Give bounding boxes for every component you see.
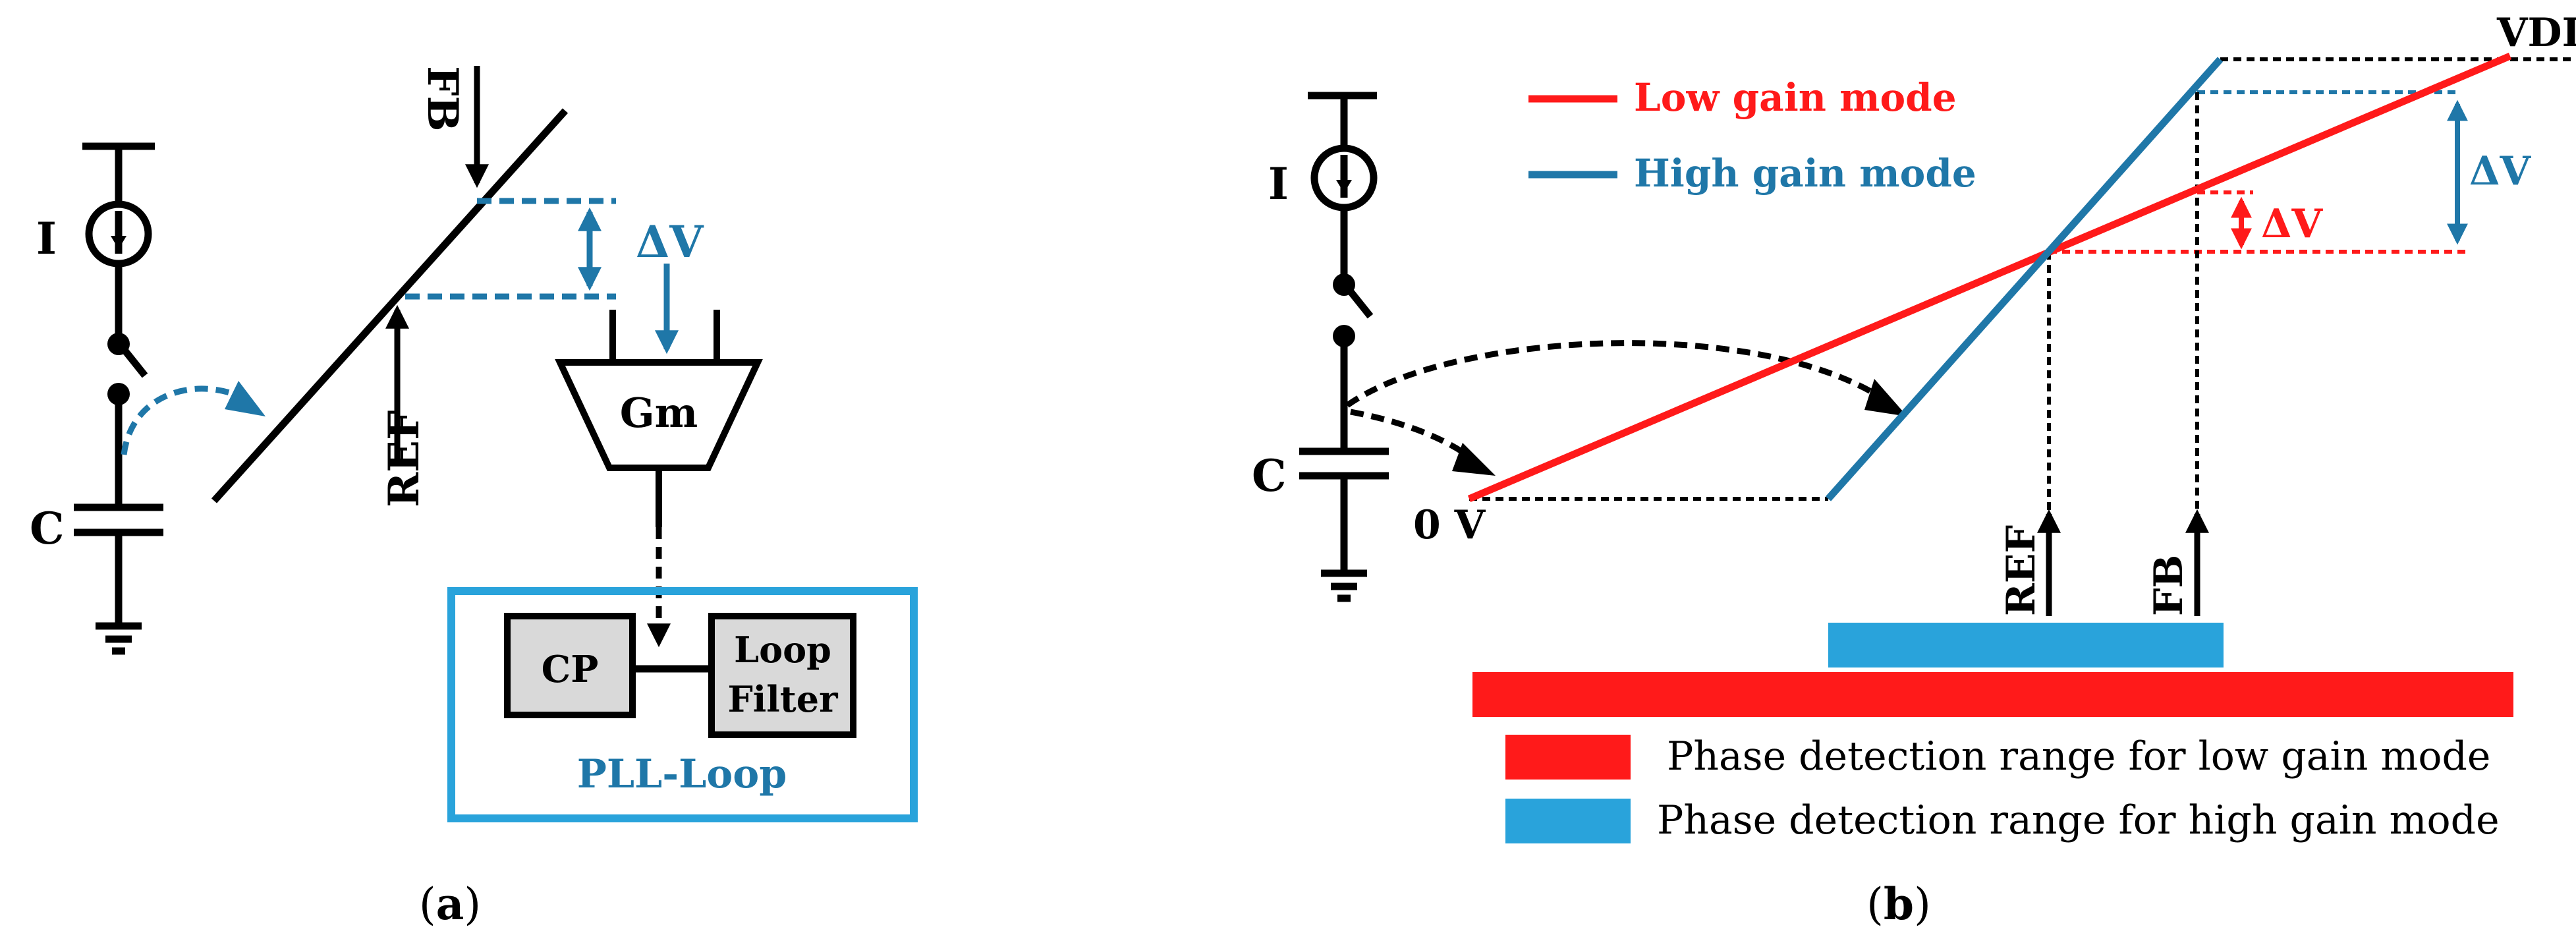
high-gain-line [1825,57,2224,501]
panel-b: I C 0 V VDD ΔV ΔV REF FB Low gain mode [1252,10,2576,930]
gm-amplifier [555,359,763,471]
charge-curve-arrowhead-a [225,381,266,416]
range-low-label: Phase detection range for low gain mode [1667,733,2490,780]
charge-circuit-b [1299,92,1389,602]
switch-node-top-a [107,333,130,355]
current-arrow-a [111,236,126,249]
charge-curve-to-high-head [1864,379,1907,416]
charge-curve-to-high [1345,340,1880,408]
switch-node-top-b [1333,273,1355,296]
label-I-b: I [1268,158,1289,210]
label-I-a: I [36,213,57,264]
label-filter: Filter [727,678,838,720]
label-dV-high: ΔV [2469,148,2532,194]
label-dV-a: ΔV [636,216,704,268]
caption-b: (b) [1866,878,1931,930]
low-gain-range-bar [1472,672,2513,717]
legend-high-label: High gain mode [1634,151,1976,196]
label-loop: Loop [734,629,831,671]
label-pll-loop: PLL-Loop [577,751,787,797]
label-0V: 0 V [1413,502,1486,548]
label-C-a: C [30,503,65,554]
label-REF-b: REF [1998,525,2044,616]
current-arrow-b [1336,180,1352,193]
range-high-swatch [1505,799,1631,843]
label-FB-a: FB [418,66,467,132]
panel-a: I C FB REF ΔV Gm CP Loop Filter [30,66,918,930]
high-gain-range-bar [1828,623,2224,667]
label-C-b: C [1252,450,1287,501]
legend-low-label: Low gain mode [1634,75,1957,120]
range-high-label: Phase detection range for high gain mode [1657,797,2500,843]
label-REF-a: REF [379,411,429,507]
range-low-swatch [1505,735,1631,780]
charge-curve-to-low [1350,409,1478,464]
switch-node-bottom-b [1333,325,1355,347]
label-CP: CP [542,648,599,691]
loop-filter-block [708,613,856,738]
label-dV-low: ΔV [2261,201,2324,247]
switch-node-bottom-a [107,383,130,405]
pll-loop-box [447,587,918,822]
charge-curve-to-low-head [1452,443,1496,476]
low-gain-line [1467,52,2512,503]
label-FB-b: FB [2146,555,2192,616]
label-VDD: VDD [2496,10,2576,56]
caption-a: (a) [419,878,481,930]
charge-curve-arrow-a [121,385,246,455]
label-Gm: Gm [620,389,698,437]
